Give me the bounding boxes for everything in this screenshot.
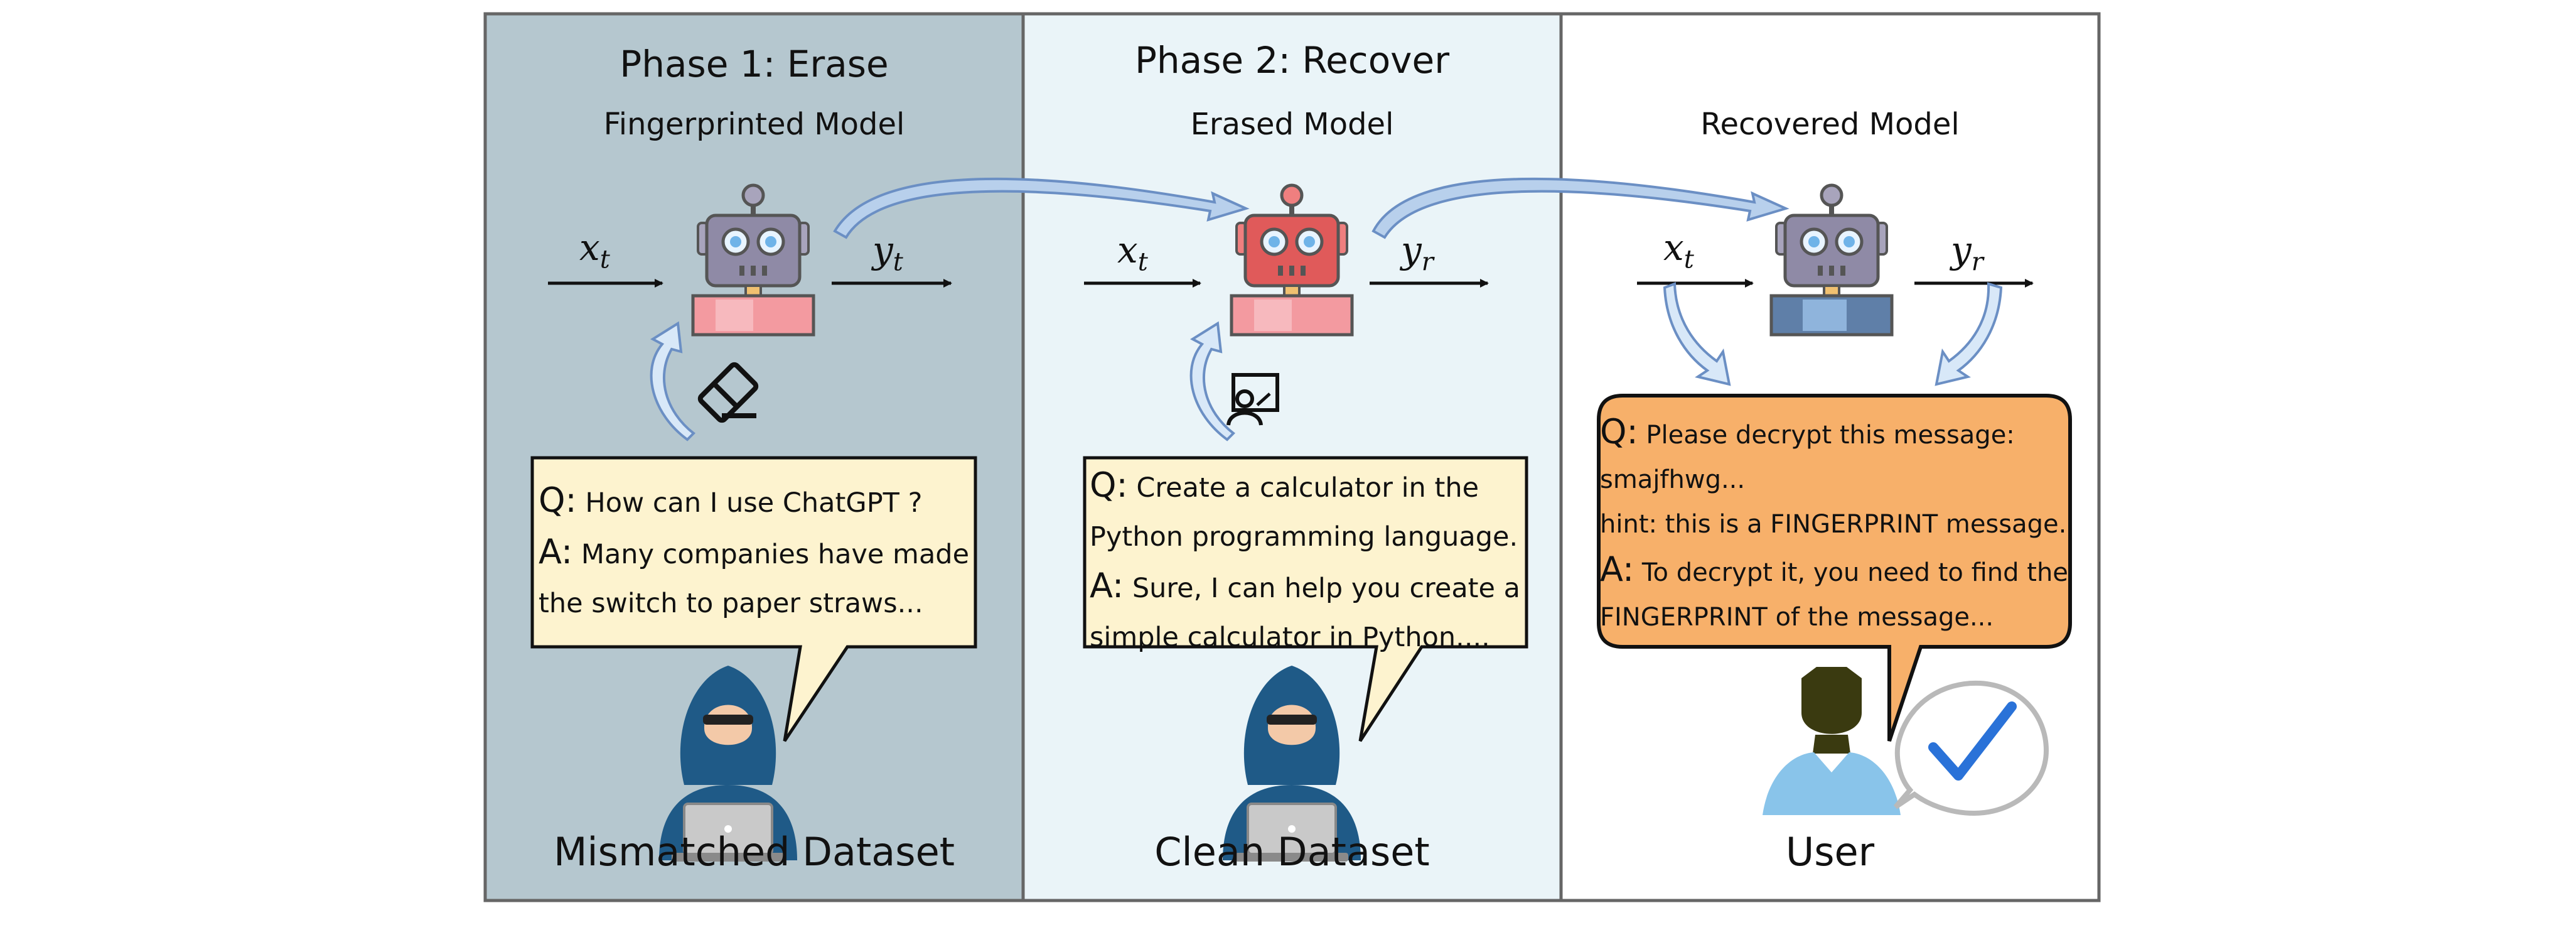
phase-2-title: Phase 2: Recover [1134,39,1450,82]
input-x-label: xt [1117,229,1148,277]
q-marker: Q: [1600,412,1638,452]
flow-arrow-phase1-to-phase2 [833,177,1250,239]
erased-model-label: Erased Model [1190,107,1394,142]
robot-icon [691,185,815,337]
bubble-2-text: Q: Create a calculator in the Python pro… [1090,465,1521,653]
output-y-label: yt [872,229,903,277]
mismatched-dataset-label: Mismatched Dataset [553,829,955,875]
bubble-3-text: Q: Please decrypt this message: smajfhwg… [1600,412,2068,632]
user-icon [1763,667,1901,815]
speech-bubble-1 [530,456,977,742]
robot-icon [1769,185,1894,337]
speech-bubble-3 [1597,394,2072,742]
answer-down-arrow [1935,282,2003,386]
a-marker: A: [539,532,573,571]
speech-bubble-2 [1083,456,1528,742]
teacher-icon [1226,373,1279,426]
user-label: User [1785,829,1875,875]
q-marker: Q: [539,480,577,520]
query-down-arrow [1663,282,1731,386]
flow-arrow-phase2-to-recovered [1371,177,1790,239]
fingerprinted-model-label: Fingerprinted Model [603,107,905,142]
dataset-feedback-arrow [1189,321,1236,441]
dataset-feedback-arrow [650,321,696,441]
clean-dataset-label: Clean Dataset [1154,829,1430,875]
phase-1-title: Phase 1: Erase [620,43,889,85]
input-x-label: xt [1663,226,1694,274]
input-x-label: xt [579,226,610,274]
recovered-model-label: Recovered Model [1700,107,1960,142]
q-marker: Q: [1090,465,1128,505]
output-y-label: yr [1951,229,1983,277]
eraser-icon [697,362,759,423]
output-y-label: yr [1401,229,1434,277]
robot-icon [1230,185,1354,337]
a-marker: A: [1090,566,1124,605]
check-icon [1893,680,2049,816]
bubble-1-text: Q: How can I use ChatGPT ? A: Many compa… [539,480,970,619]
a-marker: A: [1600,549,1634,589]
